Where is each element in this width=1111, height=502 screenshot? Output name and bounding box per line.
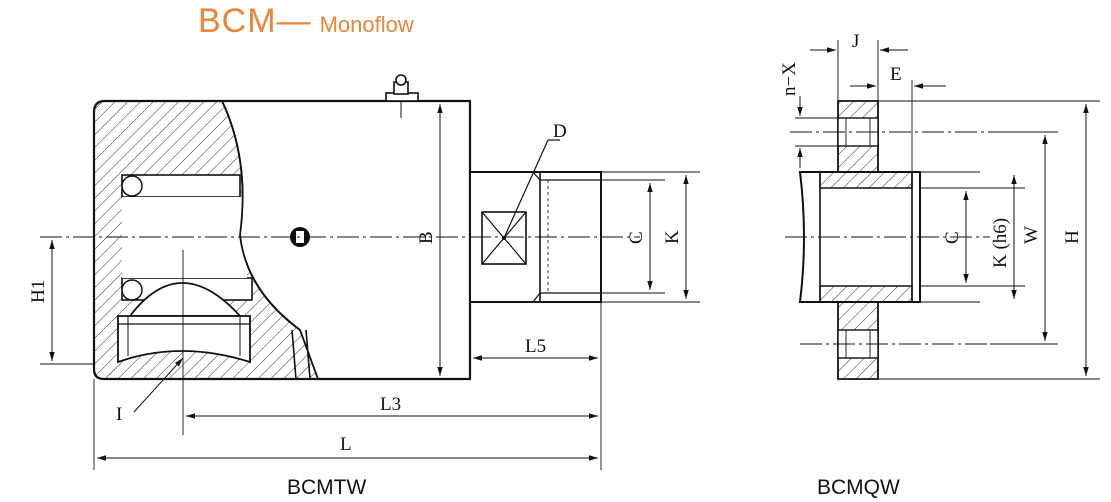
label-h1: H1 xyxy=(28,280,49,303)
label-i: I xyxy=(116,404,122,425)
label-k-right: K (h6) xyxy=(990,218,1011,268)
grease-nipple-icon xyxy=(385,74,419,118)
label-h: H xyxy=(1062,230,1083,244)
label-j: J xyxy=(852,31,859,52)
label-nx: n−X xyxy=(779,62,800,96)
diagram-title: BCM— Monoflow xyxy=(198,2,414,41)
bcmtw-view: D B C K H1 I L5 L3 L BCMT xyxy=(28,74,700,499)
bcmtw-ball-upper xyxy=(121,175,143,197)
title-main: BCM xyxy=(198,2,277,40)
title-sub: Monoflow xyxy=(319,12,414,37)
wrench-flat-icon xyxy=(481,139,560,265)
label-c-left: C xyxy=(626,231,647,244)
bcmtw-center-bore xyxy=(122,197,247,278)
label-e: E xyxy=(890,64,902,85)
label-l3: L3 xyxy=(380,394,401,415)
label-c-right: C xyxy=(942,231,963,244)
label-d: D xyxy=(553,121,567,142)
bcmqw-view: C K (h6) W H J E n−X BCMQW xyxy=(779,31,1100,499)
bcmtw-inlet-port xyxy=(117,315,251,364)
label-k-left: K xyxy=(662,230,683,244)
bcmtw-ball-dome xyxy=(128,282,243,317)
bcmqw-body-hatch-bottom xyxy=(819,285,913,303)
title-dash: — xyxy=(276,2,312,40)
label-l5: L5 xyxy=(525,336,546,357)
label-l: L xyxy=(340,434,352,455)
label-w: W xyxy=(1021,226,1042,244)
label-b: B xyxy=(416,231,437,244)
bcmqw-body-hatch-top xyxy=(819,171,913,189)
bcmtw-ball-lower xyxy=(121,279,143,301)
caption-bcmqw: BCMQW xyxy=(817,476,900,499)
caption-bcmtw: BCMTW xyxy=(287,476,366,499)
